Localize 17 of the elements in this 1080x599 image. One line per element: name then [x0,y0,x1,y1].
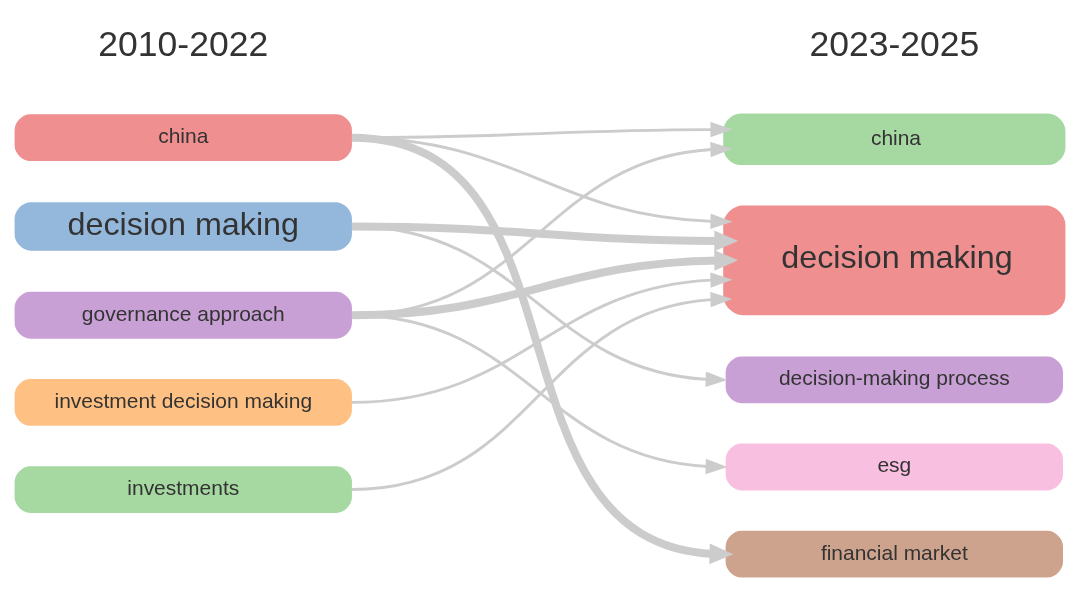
label: 2023-2025 [809,24,980,65]
arrow [351,133,734,565]
node-box: decision making [14,202,352,251]
node-box: decision making [723,205,1066,316]
label: 2010-2022 [98,24,269,65]
node-box: financial market [725,530,1063,578]
node-box: esg [725,443,1063,491]
node-box: investment decision making [14,379,352,426]
arrow [351,291,733,491]
node-box: decision-making process [725,356,1063,404]
node-box: governance approach [14,291,352,339]
arrow [351,272,733,404]
node-box: investments [14,466,352,513]
node-box: china [723,113,1066,166]
arrow [351,250,739,320]
arrow [351,222,739,252]
node-box: china [14,114,352,162]
